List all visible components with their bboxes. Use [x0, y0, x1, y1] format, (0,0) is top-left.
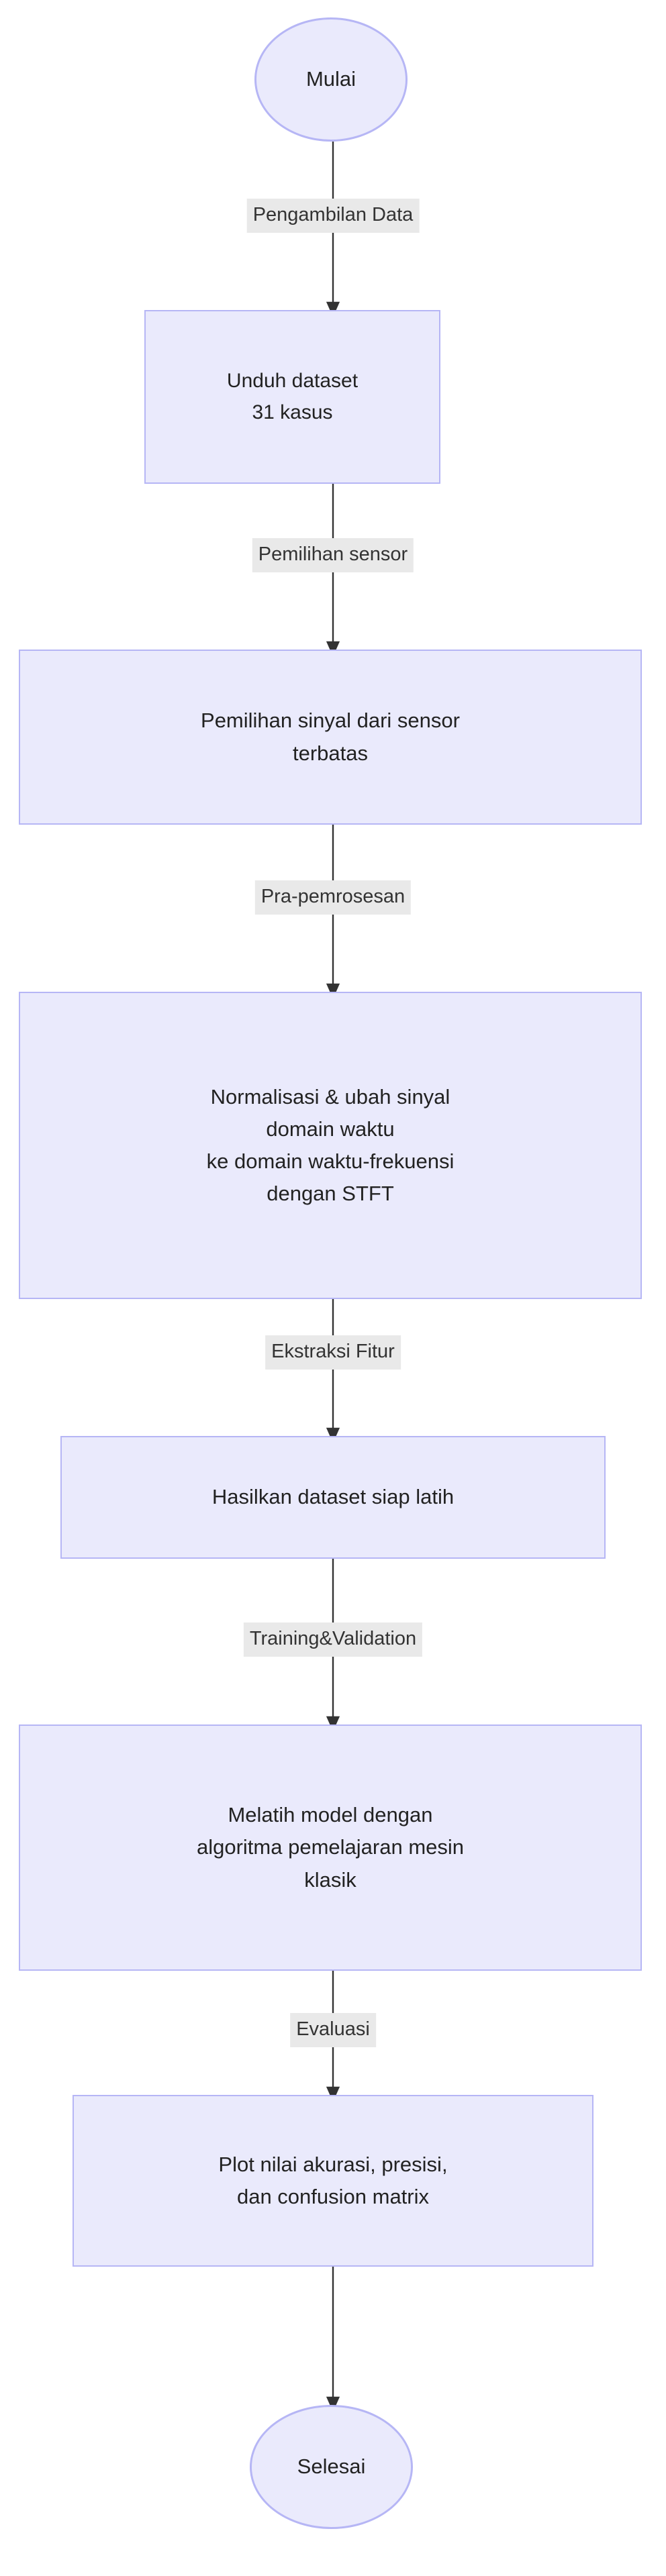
- flow-node-label-end: Selesai: [297, 2455, 366, 2479]
- flow-node-label-hasilkan: Hasilkan dataset siap latih: [211, 1485, 455, 1509]
- flow-node-plot[interactable]: Plot nilai akurasi, presisi, dan confusi…: [73, 2095, 593, 2267]
- flow-node-label-pemilihan: Pemilihan sinyal dari sensor terbatas: [201, 709, 460, 765]
- flow-node-hasilkan[interactable]: Hasilkan dataset siap latih: [60, 1436, 606, 1559]
- flow-node-start[interactable]: Mulai: [254, 17, 408, 142]
- flow-node-label-start: Mulai: [305, 67, 356, 91]
- flow-node-unduh[interactable]: Unduh dataset 31 kasus: [144, 310, 440, 484]
- flow-node-label-unduh: Unduh dataset 31 kasus: [226, 370, 359, 423]
- flow-node-normalisasi[interactable]: Normalisasi & ubah sinyal domain waktu k…: [19, 992, 642, 1299]
- edge-label-e2: Pemilihan sensor: [252, 538, 414, 572]
- edge-label-e6: Evaluasi: [290, 2013, 376, 2047]
- flow-node-label-melatih: Melatih model dengan algoritma pemelajar…: [196, 1803, 465, 1892]
- edge-label-e1: Pengambilan Data: [246, 199, 420, 233]
- flow-node-melatih[interactable]: Melatih model dengan algoritma pemelajar…: [19, 1724, 642, 1971]
- flow-node-pemilihan[interactable]: Pemilihan sinyal dari sensor terbatas: [19, 650, 642, 825]
- flow-node-label-normalisasi: Normalisasi & ubah sinyal domain waktu k…: [206, 1084, 455, 1206]
- flow-node-end[interactable]: Selesai: [250, 2405, 413, 2529]
- flow-node-label-plot: Plot nilai akurasi, presisi, dan confusi…: [218, 2152, 448, 2208]
- edge-label-e5: Training&Validation: [243, 1622, 423, 1657]
- edge-label-e4: Ekstraksi Fitur: [265, 1335, 401, 1370]
- edge-label-e3: Pra-pemrosesan: [254, 880, 412, 915]
